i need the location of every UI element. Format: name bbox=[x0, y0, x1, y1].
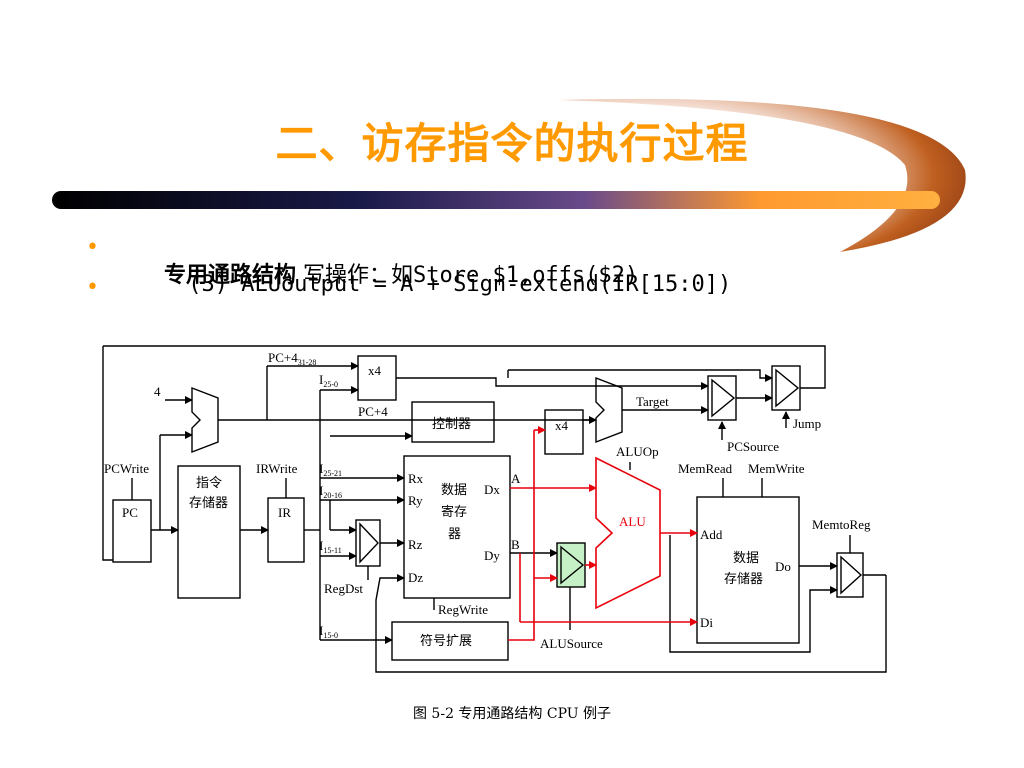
memread-label: MemRead bbox=[678, 461, 733, 476]
sign-extend bbox=[391, 621, 509, 661]
irwrite-label: IRWrite bbox=[256, 461, 298, 476]
jump-label: Jump bbox=[793, 416, 821, 431]
pc4-ctrl-label: PC+4 bbox=[358, 404, 388, 419]
figure-caption: 图 5-2 专用通路结构 CPU 例子 bbox=[412, 706, 612, 722]
pc4-label: PC+431-28 bbox=[268, 350, 316, 367]
i25-21-label: I25-21 bbox=[319, 461, 342, 478]
alu-unit bbox=[595, 456, 661, 610]
imem-label-1: 指令 bbox=[196, 476, 222, 491]
bullet-dot: • bbox=[86, 235, 99, 260]
imem-label-2: 存储器 bbox=[189, 496, 228, 511]
rx-label: Rx bbox=[408, 471, 424, 486]
alu-label: ALU bbox=[619, 514, 646, 529]
dmem-label-2: 存储器 bbox=[724, 572, 763, 587]
bullet-dot: • bbox=[86, 275, 99, 300]
b-label: B bbox=[511, 537, 520, 552]
dy-label: Dy bbox=[484, 548, 500, 563]
regfile-label-2: 寄存 bbox=[441, 504, 467, 520]
a-label: A bbox=[511, 471, 521, 486]
register-file bbox=[403, 455, 511, 599]
ry-label: Ry bbox=[408, 493, 423, 508]
controller-label: 控制器 bbox=[432, 417, 471, 432]
bullet-code: (3) ALUoutput = A + Sign-extend(IR[15:0]… bbox=[122, 272, 732, 297]
alusource-label: ALUSource bbox=[540, 636, 603, 651]
bullet-list: • 专用通路结构 写操作：如Store $1,offs($2) • (3) AL… bbox=[86, 232, 731, 312]
bullet-item: • 专用通路结构 写操作：如Store $1,offs($2) bbox=[86, 232, 638, 288]
bullet-text: 写操作：如 bbox=[295, 263, 413, 288]
pcsource-label: PCSource bbox=[727, 439, 779, 454]
controller-block bbox=[411, 401, 495, 443]
bullet-bold-text: 专用通路结构 bbox=[163, 263, 296, 288]
do-label: Do bbox=[775, 559, 791, 574]
x4-mid-label: x4 bbox=[555, 418, 569, 433]
signext-label: 符号扩展 bbox=[420, 633, 472, 649]
memtoreg-label: MemtoReg bbox=[812, 517, 871, 532]
four-label: 4 bbox=[154, 384, 161, 399]
dz-label: Dz bbox=[408, 570, 423, 585]
i15-11-label: I15-11 bbox=[319, 538, 342, 555]
bullet-code: Store $1,offs($2) bbox=[412, 263, 639, 288]
pc-adder bbox=[191, 386, 219, 454]
target-adder bbox=[595, 376, 623, 444]
x4-top-label: x4 bbox=[368, 363, 382, 378]
pc-label: PC bbox=[122, 505, 138, 520]
i25-0-label: I25-0 bbox=[319, 372, 338, 389]
dmem-label-1: 数据 bbox=[733, 551, 759, 566]
jump-mux bbox=[771, 365, 801, 411]
rz-label: Rz bbox=[408, 537, 423, 552]
regfile-label-3: 器 bbox=[448, 527, 461, 542]
di-label: Di bbox=[700, 615, 713, 630]
regfile-label-1: 数据 bbox=[441, 483, 467, 498]
data-memory bbox=[696, 496, 800, 644]
i20-16-label: I20-16 bbox=[319, 483, 342, 500]
target-label: Target bbox=[636, 394, 669, 409]
regwrite-label: RegWrite bbox=[438, 602, 488, 617]
dx-label: Dx bbox=[484, 482, 500, 497]
slide-title: 二、访存指令的执行过程 bbox=[275, 119, 749, 168]
i15-0-label: I15-0 bbox=[319, 623, 338, 640]
ir-label: IR bbox=[278, 505, 291, 520]
add-label: Add bbox=[700, 527, 723, 542]
bullet-item: • (3) ALUoutput = A + Sign-extend(IR[15:… bbox=[86, 272, 731, 312]
memwrite-label: MemWrite bbox=[748, 461, 805, 476]
pcwrite-label: PCWrite bbox=[104, 461, 149, 476]
regdst-label: RegDst bbox=[324, 581, 363, 596]
aluop-label: ALUOp bbox=[616, 444, 659, 459]
instruction-memory bbox=[177, 465, 241, 599]
